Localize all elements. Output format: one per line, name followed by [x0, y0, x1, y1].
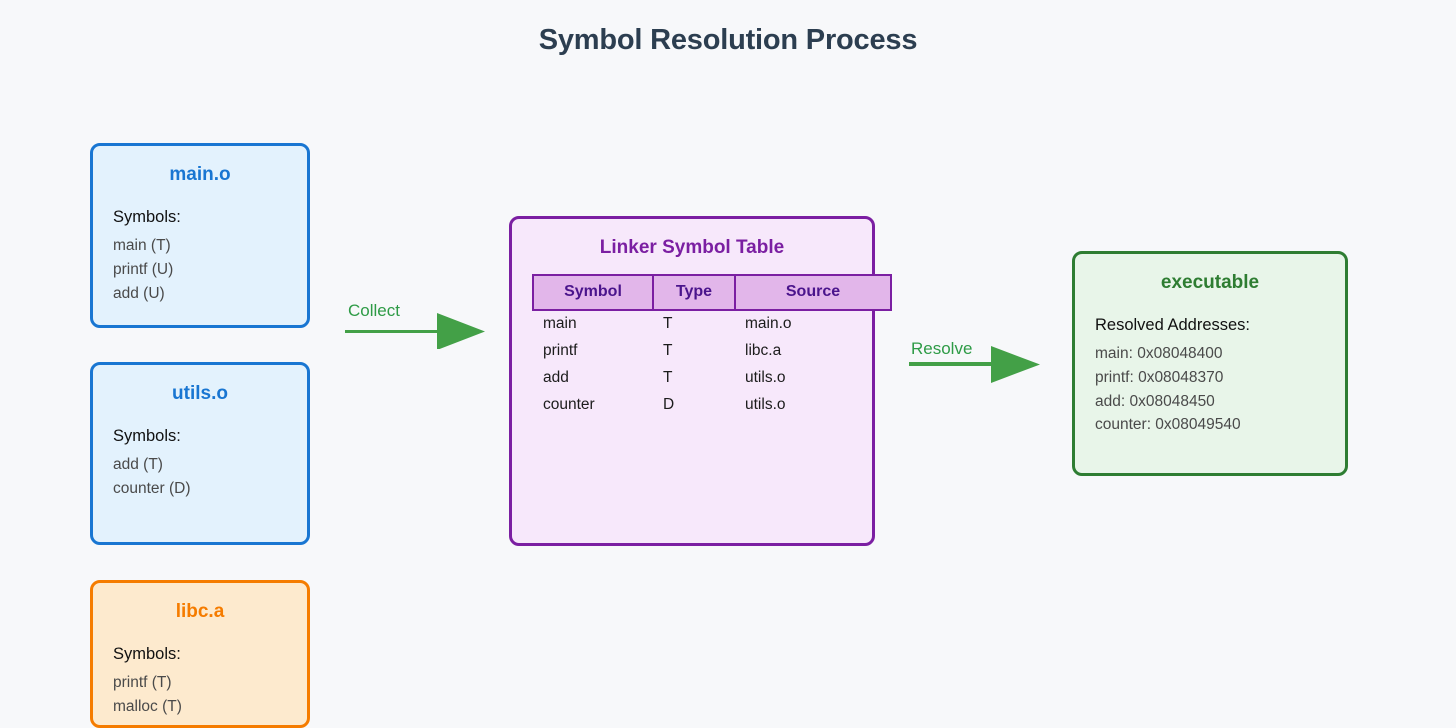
- node-main-o[interactable]: main.o Symbols: main (T) printf (U) add …: [90, 143, 310, 328]
- cell-type: T: [663, 342, 673, 360]
- cell-type: T: [663, 369, 673, 387]
- table-row: counter D utils.o: [533, 392, 891, 419]
- node-utils-o-subtitle: Symbols:: [113, 426, 181, 445]
- node-utils-o-title: utils.o: [172, 383, 228, 404]
- page-title: Symbol Resolution Process: [538, 24, 918, 56]
- cell-source: utils.o: [745, 369, 786, 387]
- node-executable-title: executable: [1160, 272, 1260, 293]
- table-row: add T utils.o: [533, 365, 891, 392]
- arrow-collect: [345, 305, 493, 349]
- resolved-address-line: counter: 0x08049540: [1095, 416, 1241, 434]
- node-main-o-symbol: main (T): [113, 237, 171, 255]
- resolved-address-line: main: 0x08048400: [1095, 345, 1223, 363]
- cell-symbol: printf: [543, 342, 578, 360]
- symbol-table-header-row: Symbol Type Source: [532, 273, 892, 311]
- linker-table-title: Linker Symbol Table: [599, 237, 785, 258]
- column-header-source: Source: [734, 273, 892, 311]
- node-libc-a-subtitle: Symbols:: [113, 644, 181, 663]
- node-libc-a-symbol: printf (T): [113, 674, 172, 692]
- node-utils-o[interactable]: utils.o Symbols: add (T) counter (D): [90, 362, 310, 545]
- arrow-resolve: [909, 340, 1047, 384]
- node-utils-o-symbol: counter (D): [113, 479, 191, 497]
- cell-source: utils.o: [745, 396, 786, 414]
- cell-type: D: [663, 396, 675, 414]
- column-header-type: Type: [652, 273, 736, 311]
- cell-type: T: [663, 315, 673, 333]
- node-utils-o-symbol: add (T): [113, 456, 163, 474]
- table-row: main T main.o: [533, 310, 891, 338]
- cell-symbol: add: [543, 369, 569, 387]
- cell-source: libc.a: [745, 342, 782, 360]
- node-main-o-symbol: add (U): [113, 284, 165, 302]
- resolved-address-line: printf: 0x08048370: [1095, 368, 1224, 386]
- node-libc-a-title: libc.a: [175, 601, 225, 622]
- node-linker-symbol-table[interactable]: Linker Symbol Table Symbol Type Source m…: [509, 216, 892, 546]
- cell-source: main.o: [745, 315, 792, 333]
- cell-symbol: counter: [543, 396, 595, 414]
- node-main-o-title: main.o: [169, 164, 231, 185]
- table-row: printf T libc.a: [533, 338, 891, 365]
- symbol-table: Symbol Type Source main T main.o printf …: [532, 273, 892, 419]
- resolved-address-line: add: 0x08048450: [1095, 392, 1215, 410]
- cell-symbol: main: [543, 315, 577, 333]
- node-libc-a-symbol: malloc (T): [113, 697, 182, 715]
- node-libc-a[interactable]: libc.a Symbols: printf (T) malloc (T): [90, 580, 310, 728]
- node-executable[interactable]: executable Resolved Addresses: main: 0x0…: [1072, 251, 1348, 476]
- node-executable-subtitle: Resolved Addresses:: [1095, 315, 1251, 334]
- node-main-o-symbol: printf (U): [113, 260, 174, 278]
- arrow-resolve-label: Resolve: [911, 339, 973, 358]
- column-header-symbol: Symbol: [532, 273, 654, 311]
- node-main-o-subtitle: Symbols:: [113, 207, 181, 226]
- arrow-collect-label: Collect: [348, 301, 400, 320]
